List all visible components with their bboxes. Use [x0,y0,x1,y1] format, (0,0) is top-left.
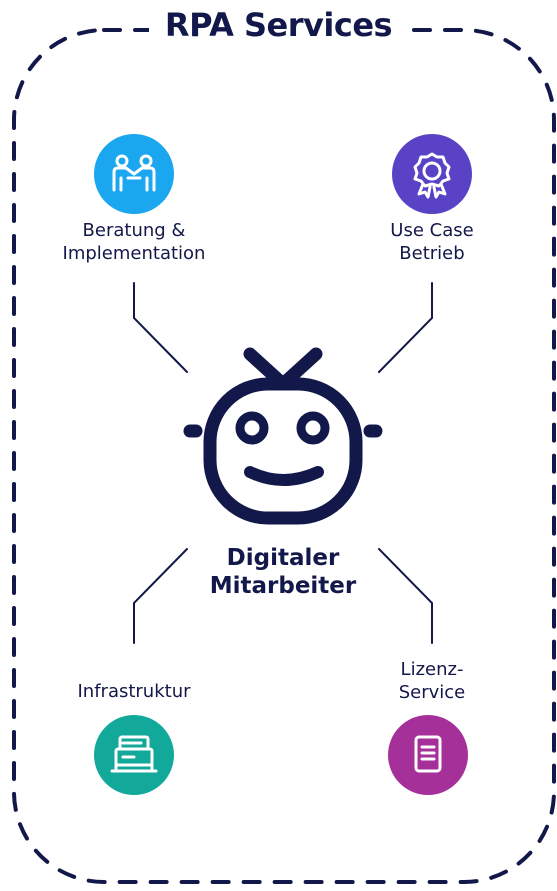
connector-infra [133,548,188,644]
connector-beratung [133,282,188,373]
usecase-label: Use Case Betrieb [390,220,474,264]
infra-label: Infrastruktur [77,681,191,702]
award-badge-icon [413,152,451,199]
lizenz-circle [388,715,468,795]
robot-head-icon [183,347,383,525]
connector-usecase [378,282,433,373]
lizenz-label: Lizenz- Service [398,659,466,703]
infra-circle [94,715,174,795]
center-label: Digitaler Mitarbeiter [209,545,357,599]
document-icon [414,735,442,773]
people-consulting-icon [112,154,156,192]
diagram-title: RPA Services [0,6,557,44]
beratung-label: Beratung & Implementation [62,220,206,264]
server-icon [110,735,158,773]
usecase-circle [392,134,472,214]
beratung-circle [94,134,174,214]
connector-lines [133,282,433,644]
connector-lizenz [378,548,433,644]
